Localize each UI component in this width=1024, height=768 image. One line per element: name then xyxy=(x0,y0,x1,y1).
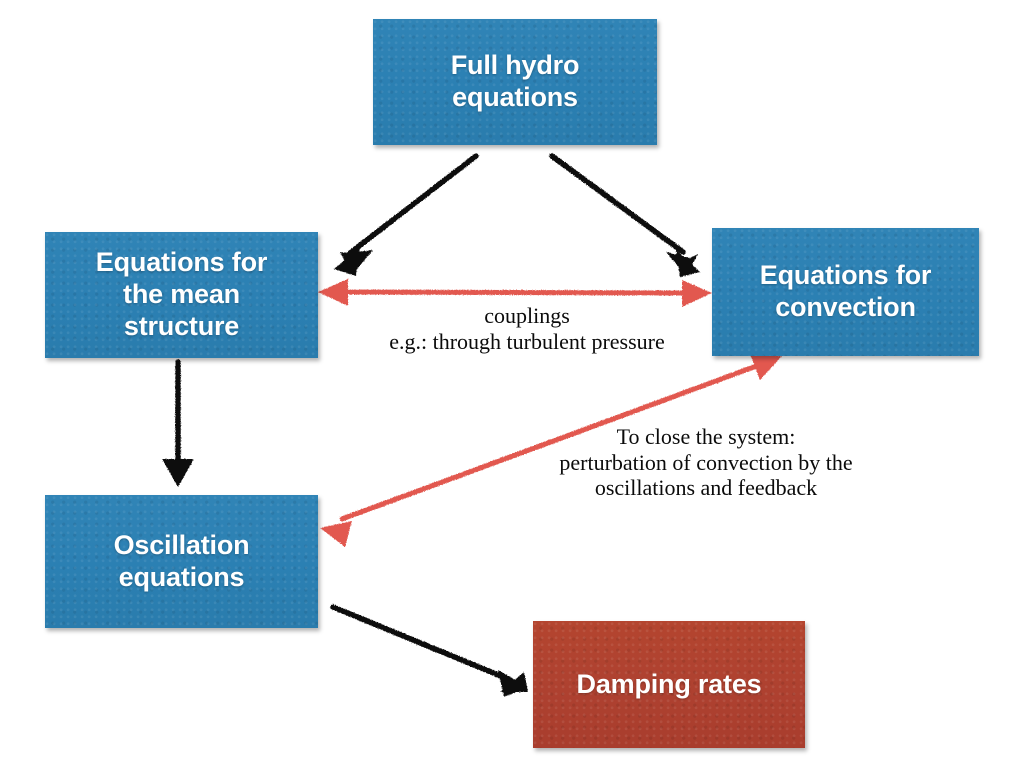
node-oscillation-label: Oscillation equations xyxy=(113,529,250,592)
annotation-couplings: couplings e.g.: through turbulent pressu… xyxy=(389,303,665,354)
node-full-hydro[interactable]: Full hydro equations xyxy=(373,19,657,145)
node-convection[interactable]: Equations for convection xyxy=(712,228,979,356)
node-convection-label: Equations for convection xyxy=(759,260,932,322)
node-damping-rates[interactable]: Damping rates xyxy=(533,621,805,748)
node-damping-rates-label: Damping rates xyxy=(576,668,762,699)
arrow-oscillation-to-damping xyxy=(330,604,528,697)
node-full-hydro-label: Full hydro equations xyxy=(450,50,580,112)
annotation-closure: To close the system: perturbation of con… xyxy=(559,424,853,501)
node-mean-structure-label: Equations for the mean structure xyxy=(95,247,268,341)
arrow-hydro-to-mean xyxy=(334,153,479,276)
node-oscillation[interactable]: Oscillation equations xyxy=(45,495,318,628)
arrow-mean-to-oscillation xyxy=(162,359,194,487)
node-mean-structure[interactable]: Equations for the mean structure xyxy=(45,232,318,358)
arrow-hydro-to-convection xyxy=(549,153,700,277)
